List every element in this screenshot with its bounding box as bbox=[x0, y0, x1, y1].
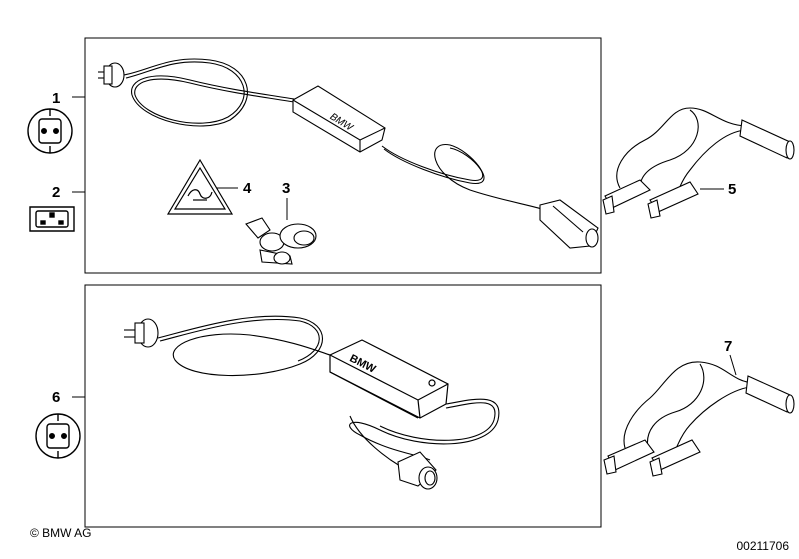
callout-7: 7 bbox=[724, 338, 732, 355]
warning-triangle-label bbox=[166, 158, 234, 215]
charger-unit-upper: BMW bbox=[292, 85, 386, 153]
upper-group-frame bbox=[84, 37, 602, 274]
socket-type-schuko-icon bbox=[27, 108, 73, 154]
copyright-text: © BMW AG bbox=[30, 526, 92, 540]
left-bracket-upper bbox=[72, 96, 85, 193]
document-number: 00211706 bbox=[736, 539, 790, 553]
adapter-plug-part-3 bbox=[245, 217, 317, 265]
callout-5: 5 bbox=[728, 181, 736, 198]
battery-clamp-cable-part-5 bbox=[602, 107, 795, 219]
callout-1: 1 bbox=[52, 90, 60, 107]
charger-cable-lower bbox=[124, 315, 331, 377]
callout-6: 6 bbox=[52, 389, 60, 406]
cigarette-lighter-plug-upper bbox=[539, 199, 599, 249]
charger-unit-lower: BMW bbox=[329, 339, 449, 419]
lower-group-frame bbox=[84, 284, 602, 528]
callout-3: 3 bbox=[282, 180, 290, 197]
connector-plug-lower bbox=[397, 451, 438, 490]
charger-output-cable-upper bbox=[381, 144, 546, 211]
charger-output-cable-lower bbox=[349, 398, 500, 467]
socket-type-schuko-icon-lower bbox=[35, 413, 81, 459]
socket-type-uk-icon bbox=[29, 206, 75, 232]
leader-line-7 bbox=[729, 354, 737, 376]
charger-cable-upper bbox=[98, 58, 301, 127]
battery-clamp-cable-part-7 bbox=[603, 361, 795, 477]
callout-4: 4 bbox=[243, 180, 252, 197]
callout-2: 2 bbox=[52, 184, 60, 201]
